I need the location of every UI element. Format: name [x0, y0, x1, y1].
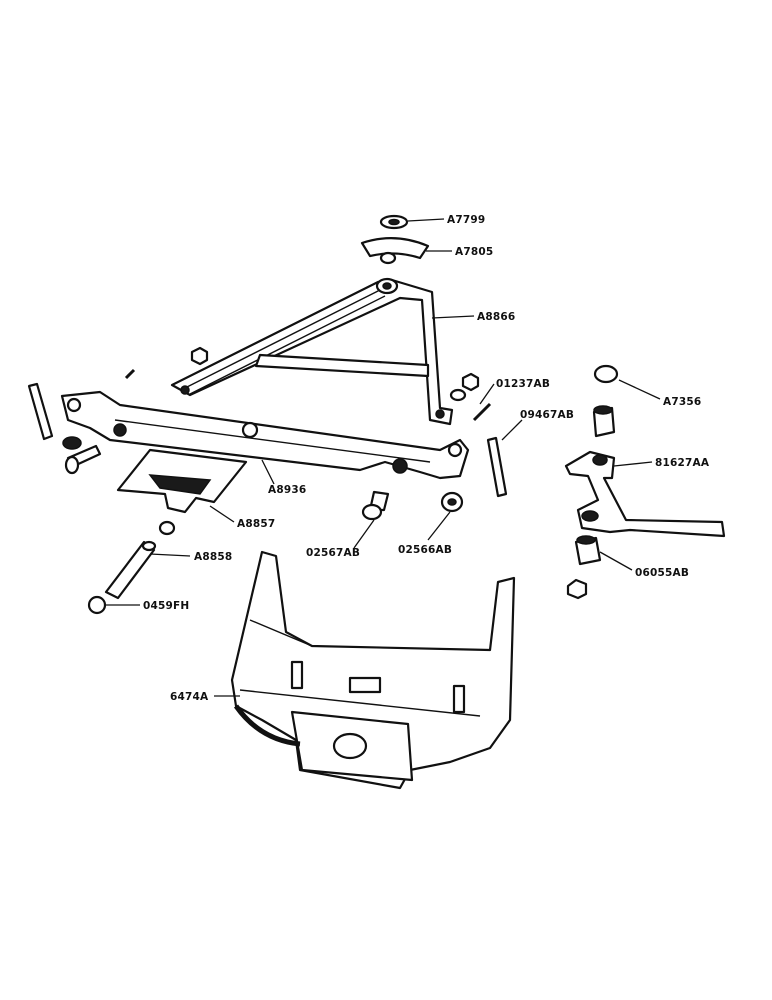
part-02567ab-bolt [361, 490, 390, 521]
part-a7799-washer [379, 214, 409, 230]
part-bushing-upper [592, 405, 616, 438]
part-a8858-pin [104, 540, 157, 600]
label-a7356: A7356 [663, 396, 701, 408]
label-02567ab: 02567AB [306, 547, 360, 559]
part-a8866-radius-rod [170, 277, 454, 426]
label-02566ab: 02566AB [398, 544, 452, 556]
label-06055ab: 06055AB [635, 567, 689, 579]
label-a8858: A8858 [194, 551, 232, 563]
part-0459fh-plug [87, 595, 107, 615]
part-a7356-nut [593, 364, 619, 384]
part-nut-left2 [62, 436, 82, 450]
pin-small [124, 368, 136, 380]
part-pin-left [27, 382, 54, 441]
leader-lines [106, 218, 661, 697]
label-6474a: 6474A [170, 691, 209, 703]
label-a8857: A8857 [237, 518, 275, 530]
label-a7799: A7799 [447, 214, 485, 226]
part-06055ab-bushing [574, 535, 602, 566]
part-02566ab-bushing [440, 491, 464, 513]
part-a8936-axle [60, 390, 470, 480]
washer-right [449, 388, 467, 402]
nut-left [190, 346, 209, 366]
part-6474a-support [230, 550, 516, 790]
part-09467ab-kingpin [486, 436, 508, 498]
part-a8857-bracket [116, 448, 248, 514]
label-09467ab: 09467AB [520, 409, 574, 421]
part-81627aa-spindle [564, 450, 726, 538]
label-a8936: A8936 [268, 484, 306, 496]
nut-right [461, 372, 480, 392]
label-81627aa: 81627AA [655, 457, 710, 469]
label-01237ab: 01237AB [496, 378, 550, 390]
label-a8866: A8866 [477, 311, 515, 323]
label-0459fh: 0459FH [143, 600, 189, 612]
part-01237ab-pin [472, 402, 492, 422]
part-nut-bottom [566, 578, 588, 600]
label-a7805: A7805 [455, 246, 493, 258]
part-washer-small [158, 520, 176, 536]
part-a7805-cap [360, 237, 430, 265]
part-bolt-left [64, 444, 102, 475]
